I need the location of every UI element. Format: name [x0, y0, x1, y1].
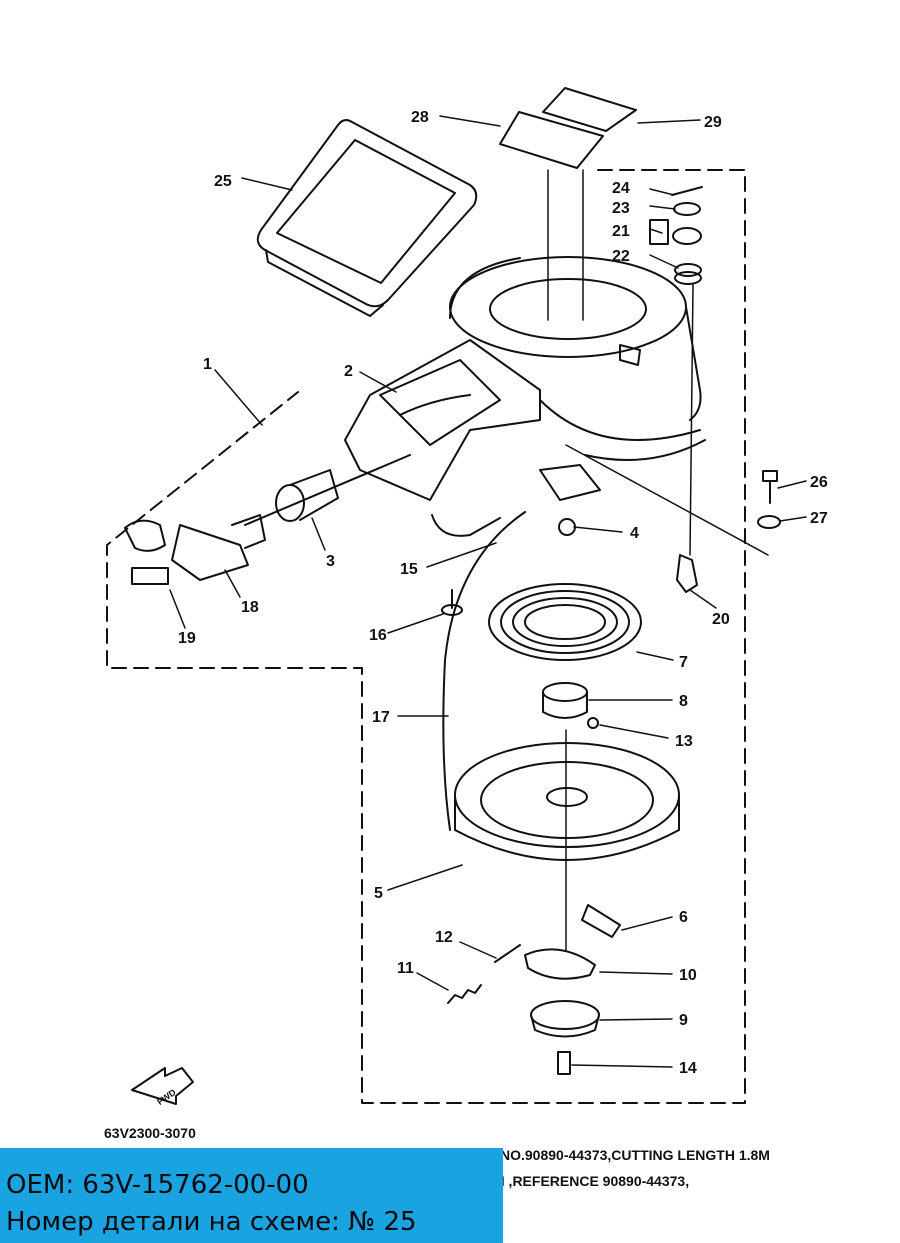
part-28-decal	[499, 111, 604, 169]
part-19-clip	[124, 519, 169, 585]
callout-16: 16	[369, 627, 387, 644]
callout-6: 6	[679, 909, 688, 926]
part-21-collar	[649, 219, 702, 245]
part-5-pulley	[454, 742, 680, 861]
part-9-retainer	[530, 1000, 600, 1038]
callout-28: 28	[411, 109, 429, 126]
callout-3: 3	[326, 553, 335, 570]
part-23-washer	[673, 202, 701, 216]
fwd-arrow-icon	[131, 1067, 194, 1105]
callout-17: 17	[372, 709, 390, 726]
part-14-bolt	[557, 1051, 571, 1075]
callout-29: 29	[704, 114, 722, 131]
part-6-pawl	[581, 904, 621, 938]
oem-number: OEM: 63V-15762-00-00	[6, 1170, 309, 1200]
assembly-boundary	[106, 169, 746, 1104]
callout-23: 23	[612, 200, 630, 217]
note-line-2: M ,REFERENCE 90890-44373,	[493, 1173, 690, 1189]
part-26-bolt	[762, 470, 778, 504]
diagram-code: 63V2300-3070	[104, 1125, 196, 1141]
callout-12: 12	[435, 929, 453, 946]
part-27-washer	[757, 515, 781, 529]
callout-25: 25	[214, 173, 232, 190]
part-25-gasket	[256, 119, 478, 317]
callout-15: 15	[400, 561, 418, 578]
callout-27: 27	[810, 510, 828, 527]
callout-1: 1	[203, 356, 212, 373]
callout-14: 14	[679, 1060, 697, 1077]
callout-22: 22	[612, 248, 630, 265]
callout-11: 11	[397, 960, 414, 977]
part-8-bushing	[542, 682, 588, 719]
part-3-shaft-bushing	[244, 454, 411, 526]
part-4-bolt	[558, 518, 576, 536]
part-11-spring	[447, 984, 482, 1004]
callout-10: 10	[679, 967, 697, 984]
part-13-pin	[587, 717, 599, 729]
callout-4: 4	[630, 525, 639, 542]
part-24-pin	[671, 186, 703, 196]
callout-18: 18	[241, 599, 259, 616]
part-15-cable	[431, 514, 501, 537]
part-17-cable	[442, 511, 526, 831]
callout-26: 26	[810, 474, 828, 491]
part-10-plate	[524, 948, 596, 980]
diagram-part-number: Номер детали на схеме: № 25	[6, 1207, 417, 1237]
part-16-bolt	[441, 589, 463, 616]
callout-9: 9	[679, 1012, 688, 1029]
callout-24: 24	[612, 180, 630, 197]
part-29-decal	[542, 87, 637, 132]
callout-5: 5	[374, 885, 383, 902]
part-22-spring	[674, 263, 702, 285]
callout-21: 21	[612, 223, 630, 240]
part-7-spring	[488, 583, 642, 661]
callout-13: 13	[675, 733, 693, 750]
callout-20: 20	[712, 611, 730, 628]
note-line-1: NO.90890-44373,CUTTING LENGTH 1.8M	[500, 1147, 770, 1163]
callout-8: 8	[679, 693, 688, 710]
callout-19: 19	[178, 630, 196, 647]
callout-2: 2	[344, 363, 353, 380]
callout-7: 7	[679, 654, 688, 671]
part-info-box: OEM: 63V-15762-00-00 Номер детали на схе…	[0, 1148, 503, 1243]
part-12-spring	[494, 944, 521, 963]
part-18-handle	[171, 514, 266, 581]
part-2-housing	[344, 256, 706, 501]
part-20-lever	[676, 554, 698, 593]
